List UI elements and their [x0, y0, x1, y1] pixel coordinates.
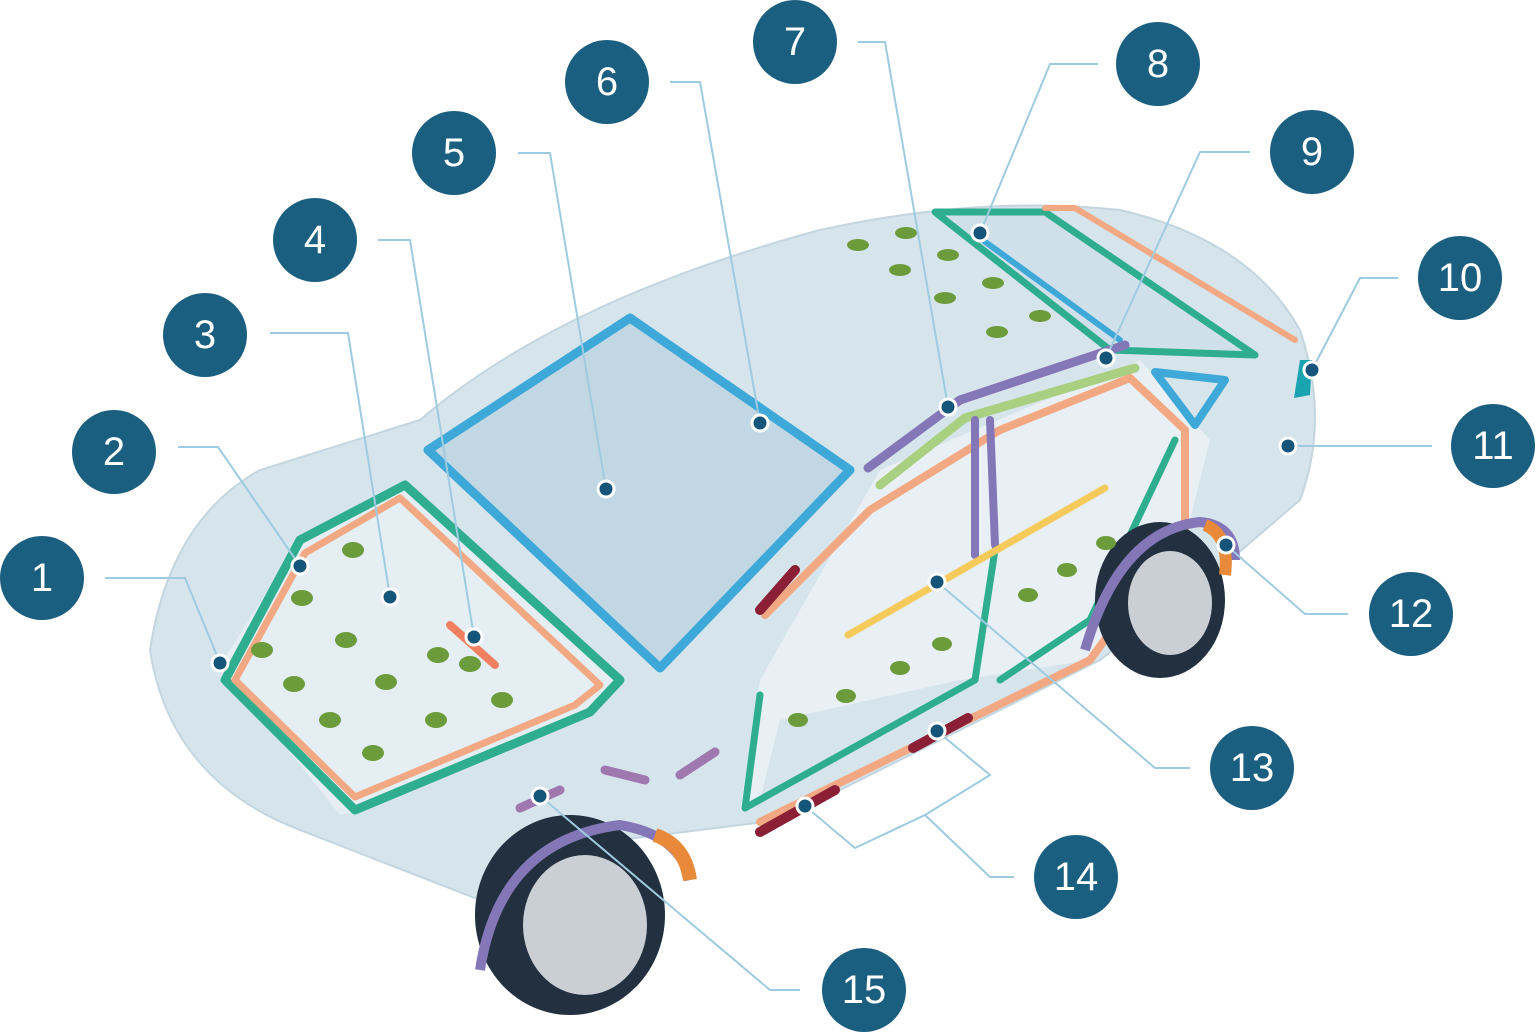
callout-label: 2 [103, 430, 125, 474]
callout-15[interactable]: 15 [822, 948, 906, 1032]
callout-label: 4 [304, 218, 326, 262]
callout-label: 7 [784, 20, 806, 64]
b-pillar-seal [971, 416, 999, 559]
callout-4[interactable]: 4 [273, 198, 357, 282]
callout-11[interactable]: 11 [1451, 404, 1535, 488]
callout-8[interactable]: 8 [1116, 22, 1200, 106]
hood-seal-inner [231, 494, 604, 801]
callout-label: 5 [443, 131, 465, 175]
callout-3[interactable]: 3 [163, 293, 247, 377]
rear-window-seal [931, 208, 1259, 359]
hood-seal-outer [220, 480, 625, 815]
callout-label: 6 [596, 60, 618, 104]
callout-7[interactable]: 7 [753, 0, 837, 84]
callout-9[interactable]: 9 [1270, 110, 1354, 194]
rear-window [935, 212, 1255, 355]
sill-strip [844, 484, 1109, 639]
windshield [430, 320, 850, 665]
callout-label: 9 [1301, 130, 1323, 174]
adhesive-dots [251, 227, 1116, 761]
front-wheel [475, 815, 697, 1015]
callout-label: 3 [194, 313, 216, 357]
hood [220, 485, 620, 815]
anchor-dots [210, 223, 1322, 816]
callout-1[interactable]: 1 [0, 536, 84, 620]
callout-5[interactable]: 5 [412, 111, 496, 195]
seals [220, 205, 1298, 837]
callout-6[interactable]: 6 [565, 40, 649, 124]
trunk-seal [1042, 205, 1298, 343]
callout-label: 1 [31, 556, 53, 600]
callout-2[interactable]: 2 [72, 410, 156, 494]
callout-10[interactable]: 10 [1418, 236, 1502, 320]
callout-label: 14 [1054, 855, 1099, 899]
callout-label: 15 [842, 968, 887, 1012]
windshield-seal [423, 313, 855, 673]
callout-label: 10 [1438, 256, 1483, 300]
callout-12[interactable]: 12 [1369, 572, 1453, 656]
quarter-window-seal [1151, 368, 1229, 429]
callout-label: 12 [1389, 592, 1434, 636]
rear-wheel [1080, 516, 1240, 678]
roof-seal-green [875, 363, 1140, 490]
callout-13[interactable]: 13 [1210, 726, 1294, 810]
roof-seal-purple [863, 340, 1130, 473]
callout-label: 13 [1230, 746, 1275, 790]
side-doors [740, 360, 1210, 810]
callout-label: 11 [1472, 424, 1514, 468]
callout-14[interactable]: 14 [1034, 835, 1118, 919]
callout-label: 8 [1147, 42, 1169, 86]
leader-lines [105, 41, 1432, 991]
